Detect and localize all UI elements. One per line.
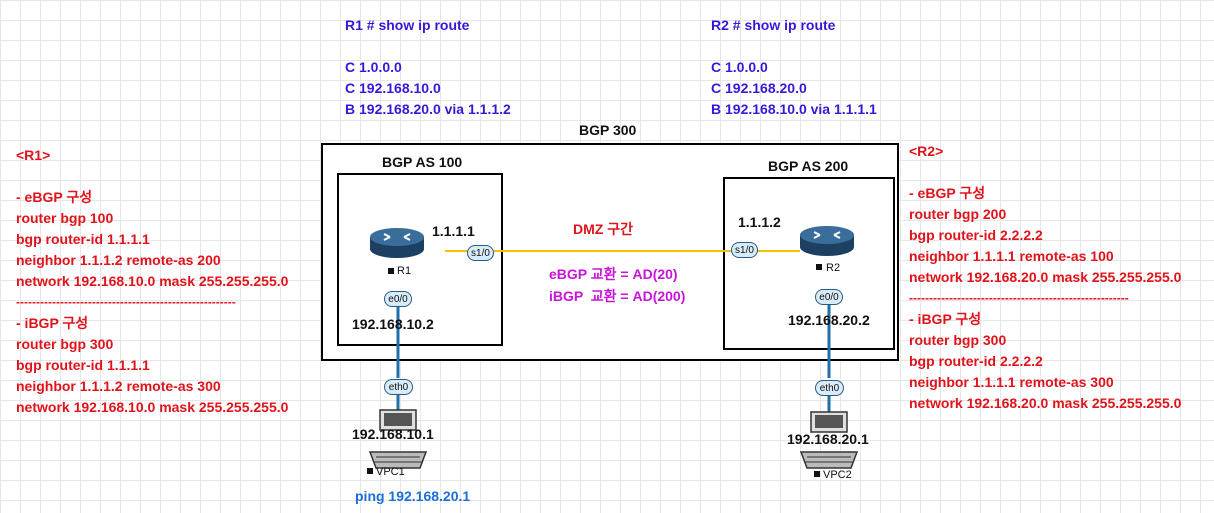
vpc2-eth0-iface[interactable]: eth0 [815,380,844,396]
config-r2: <R2> - eBGP 구성 router bgp 200 bgp router… [909,141,1181,414]
as200-box [723,177,895,350]
config-line: neighbor 1.1.1.1 remote-as 100 [909,248,1114,264]
r2-lan-ip: 192.168.20.2 [788,312,870,328]
bgp300-label: BGP 300 [579,122,637,138]
router-icon [370,228,424,258]
config-line: bgp router-id 1.1.1.1 [16,231,150,247]
route-table-r1: R1 # show ip route C 1.0.0.0 C 192.168.1… [345,15,511,120]
route-line: B 192.168.10.0 via 1.1.1.1 [711,101,877,117]
route-line: C 192.168.20.0 [711,80,807,96]
config-line: bgp router-id 1.1.1.1 [16,357,150,373]
config-line [909,162,1181,183]
r1-lan-ip: 192.168.10.2 [352,316,434,332]
config-line: <R2> [909,143,944,159]
r1-marker [388,268,394,274]
dmz-label: DMZ 구간 [573,221,633,237]
config-divider: ----------------------------------------… [16,295,236,309]
config-line: - eBGP 구성 [909,185,986,201]
config-line: network 192.168.10.0 mask 255.255.255.0 [16,273,289,289]
router-icon [800,226,854,256]
route-line: C 1.0.0.0 [711,59,768,75]
config-line: - iBGP 구성 [909,311,982,327]
r2-s1-0-iface[interactable]: s1/0 [731,242,758,258]
ibgp-ad-note: iBGP 교환 = AD(200) [549,288,686,304]
r1-e0-0-iface[interactable]: e0/0 [384,291,412,307]
route-line: B 192.168.20.0 via 1.1.1.2 [345,101,511,117]
config-line: neighbor 1.1.1.2 remote-as 200 [16,252,221,268]
route-title-r1: R1 # show ip route [345,17,470,33]
r1-s1-0-iface[interactable]: s1/0 [467,245,494,261]
config-r1: <R1> - eBGP 구성 router bgp 100 bgp router… [16,145,288,418]
vpc1-eth0-iface[interactable]: eth0 [384,379,413,395]
as100-box [337,173,503,346]
as100-label: BGP AS 100 [382,154,463,170]
r1-name: R1 [397,265,412,277]
config-line: router bgp 100 [16,210,114,226]
config-line: - iBGP 구성 [16,315,89,331]
r2-marker [816,264,822,270]
route-title-r2: R2 # show ip route [711,17,836,33]
config-line: router bgp 200 [909,206,1007,222]
vpc1-name: VPC1 [376,466,405,478]
config-line: router bgp 300 [16,336,114,352]
route-line: C 192.168.10.0 [345,80,441,96]
as200-label: BGP AS 200 [768,158,849,174]
config-line: bgp router-id 2.2.2.2 [909,227,1043,243]
r2-serial-ip: 1.1.1.2 [738,214,781,230]
config-line: <R1> [16,147,51,163]
config-line: network 192.168.20.0 mask 255.255.255.0 [909,395,1182,411]
ping-note: ping 192.168.20.1 [355,488,471,504]
config-line: network 192.168.20.0 mask 255.255.255.0 [909,269,1182,285]
route-line: C 1.0.0.0 [345,59,402,75]
r2-e0-0-iface[interactable]: e0/0 [815,289,843,305]
config-line: neighbor 1.1.1.2 remote-as 300 [16,378,221,394]
config-line: neighbor 1.1.1.1 remote-as 300 [909,374,1114,390]
config-line: router bgp 300 [909,332,1007,348]
vpc1-ip: 192.168.10.1 [352,426,434,442]
r2-name: R2 [826,262,841,274]
config-divider: ----------------------------------------… [909,291,1129,305]
config-line: bgp router-id 2.2.2.2 [909,353,1043,369]
vpc1-marker [367,468,373,474]
config-line: - eBGP 구성 [16,189,93,205]
r1-serial-ip: 1.1.1.1 [432,223,475,239]
config-line [16,166,288,187]
vpc2-name: VPC2 [823,469,852,481]
pc-icon [799,411,859,469]
vpc2-marker [814,471,820,477]
ebgp-ad-note: eBGP 교환 = AD(20) [549,266,678,282]
pc-icon [368,409,428,469]
vpc2-ip: 192.168.20.1 [787,431,869,447]
config-line: network 192.168.10.0 mask 255.255.255.0 [16,399,289,415]
route-table-r2: R2 # show ip route C 1.0.0.0 C 192.168.2… [711,15,877,120]
